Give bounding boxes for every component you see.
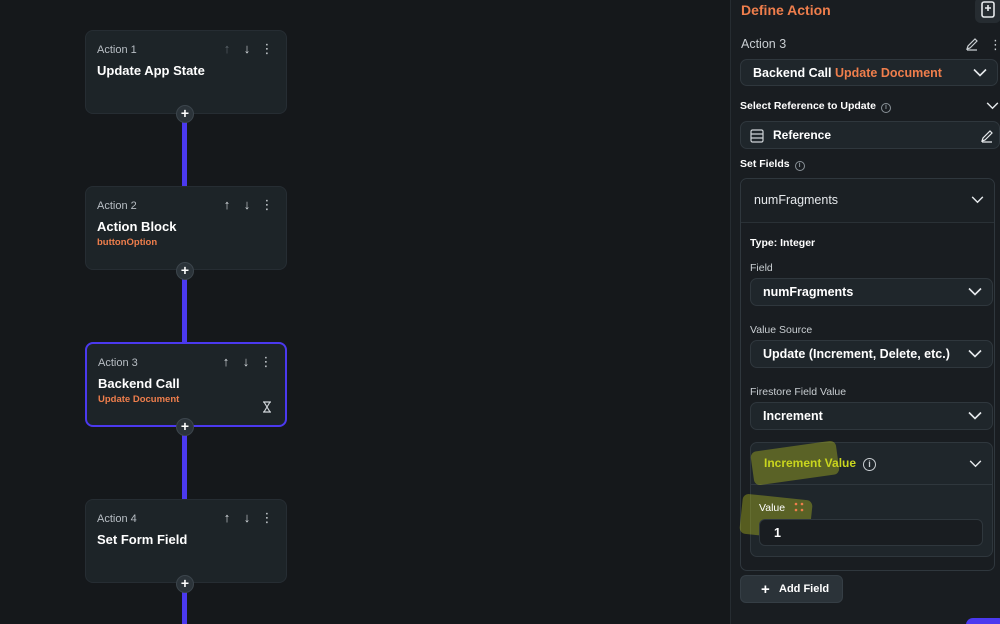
firestore-value-label: Firestore Field Value	[750, 386, 847, 398]
move-up-icon[interactable]: ↑	[223, 41, 231, 56]
add-action-button[interactable]: +	[176, 105, 194, 123]
hourglass-disabled-icon[interactable]	[261, 401, 273, 413]
value-label: Value	[759, 501, 805, 514]
action-type-dropdown[interactable]: Backend Call Update Document	[740, 59, 998, 86]
add-action-button[interactable]: +	[176, 418, 194, 436]
info-icon[interactable]: i	[794, 161, 805, 171]
chevron-down-icon	[968, 287, 982, 296]
move-up-icon[interactable]: ↑	[222, 354, 230, 369]
action-card-4[interactable]: Action 4 Set Form Field ↑ ↓ ⋮	[85, 499, 287, 583]
add-field-label: Add Field	[779, 583, 830, 595]
more-options-icon[interactable]: ⋮	[989, 37, 1000, 52]
value-source-dropdown[interactable]: Update (Increment, Delete, etc.)	[750, 340, 993, 368]
add-field-button[interactable]: + Add Field	[740, 575, 843, 603]
document-add-icon[interactable]	[975, 0, 1000, 23]
field-label: Field	[750, 262, 773, 274]
action-card-title: Backend Call	[98, 376, 180, 391]
edit-icon[interactable]	[965, 37, 979, 51]
increment-value-input[interactable]: 1	[759, 519, 983, 546]
field-value: numFragments	[763, 285, 854, 299]
info-icon[interactable]: i	[880, 103, 891, 113]
action-card-title: Update App State	[97, 63, 205, 78]
action-card-2[interactable]: Action 2 Action Block buttonOption ↑ ↓ ⋮	[85, 186, 287, 270]
flow-connector	[182, 118, 187, 186]
field-group-header[interactable]: numFragments	[741, 179, 994, 223]
flow-connector	[182, 588, 187, 624]
add-action-button[interactable]: +	[176, 262, 194, 280]
firestore-value: Increment	[763, 409, 823, 423]
action-card-1[interactable]: Action 1 Update App State ↑ ↓ ⋮	[85, 30, 287, 114]
more-options-icon[interactable]: ⋮	[260, 510, 274, 525]
variable-icon[interactable]	[793, 501, 805, 513]
reference-field[interactable]: Reference	[740, 121, 1000, 149]
more-options-icon[interactable]: ⋮	[259, 354, 273, 369]
action-card-header: Action 2	[97, 200, 137, 212]
action-flow-canvas: Action 1 Update App State ↑ ↓ ⋮ + Action…	[85, 30, 287, 624]
action-card-title: Set Form Field	[97, 532, 188, 547]
table-icon	[750, 129, 764, 143]
field-group-name: numFragments	[754, 193, 839, 207]
field-dropdown[interactable]: numFragments	[750, 278, 993, 306]
increment-value-header[interactable]	[751, 443, 992, 485]
action-card-title: Action Block	[97, 219, 177, 234]
panel-title: Define Action	[741, 2, 831, 18]
action-card-header: Action 1	[97, 44, 137, 56]
move-down-icon[interactable]: ↓	[243, 41, 251, 56]
action-card-header: Action 3	[98, 357, 138, 369]
plus-icon: +	[761, 581, 770, 598]
chevron-down-icon	[968, 349, 982, 358]
action-card-3[interactable]: Action 3 Backend Call Update Document ↑ …	[85, 342, 287, 427]
chevron-down-icon[interactable]	[986, 102, 999, 110]
chevron-down-icon	[969, 460, 982, 468]
edit-icon[interactable]	[980, 129, 994, 143]
toggle-switch[interactable]	[966, 618, 1000, 624]
value-source-value: Update (Increment, Delete, etc.)	[763, 347, 950, 361]
move-down-icon[interactable]: ↓	[242, 354, 250, 369]
chevron-down-icon	[968, 411, 982, 420]
firestore-value-dropdown[interactable]: Increment	[750, 402, 993, 430]
chevron-down-icon	[971, 196, 984, 204]
type-label: Type: Integer	[750, 237, 816, 249]
move-down-icon[interactable]: ↓	[243, 510, 251, 525]
move-down-icon[interactable]: ↓	[243, 197, 251, 212]
more-options-icon[interactable]: ⋮	[260, 197, 274, 212]
info-icon[interactable]: i	[863, 458, 877, 471]
action-type-value: Update Document	[835, 65, 942, 80]
action-label: Action 3	[741, 37, 787, 51]
add-action-button[interactable]: +	[176, 575, 194, 593]
reference-value: Reference	[773, 128, 832, 142]
flow-connector	[182, 431, 187, 499]
increment-value: 1	[774, 526, 781, 540]
move-up-icon[interactable]: ↑	[223, 197, 231, 212]
action-card-subtitle: Update Document	[98, 394, 180, 405]
action-type-prefix: Backend Call	[753, 65, 832, 80]
more-options-icon[interactable]: ⋮	[260, 41, 274, 56]
value-source-label: Value Source	[750, 324, 813, 336]
action-card-subtitle: buttonOption	[97, 237, 158, 248]
flow-connector	[182, 275, 187, 343]
action-card-header: Action 4	[97, 513, 137, 525]
chevron-down-icon	[973, 68, 987, 77]
move-up-icon[interactable]: ↑	[223, 510, 231, 525]
